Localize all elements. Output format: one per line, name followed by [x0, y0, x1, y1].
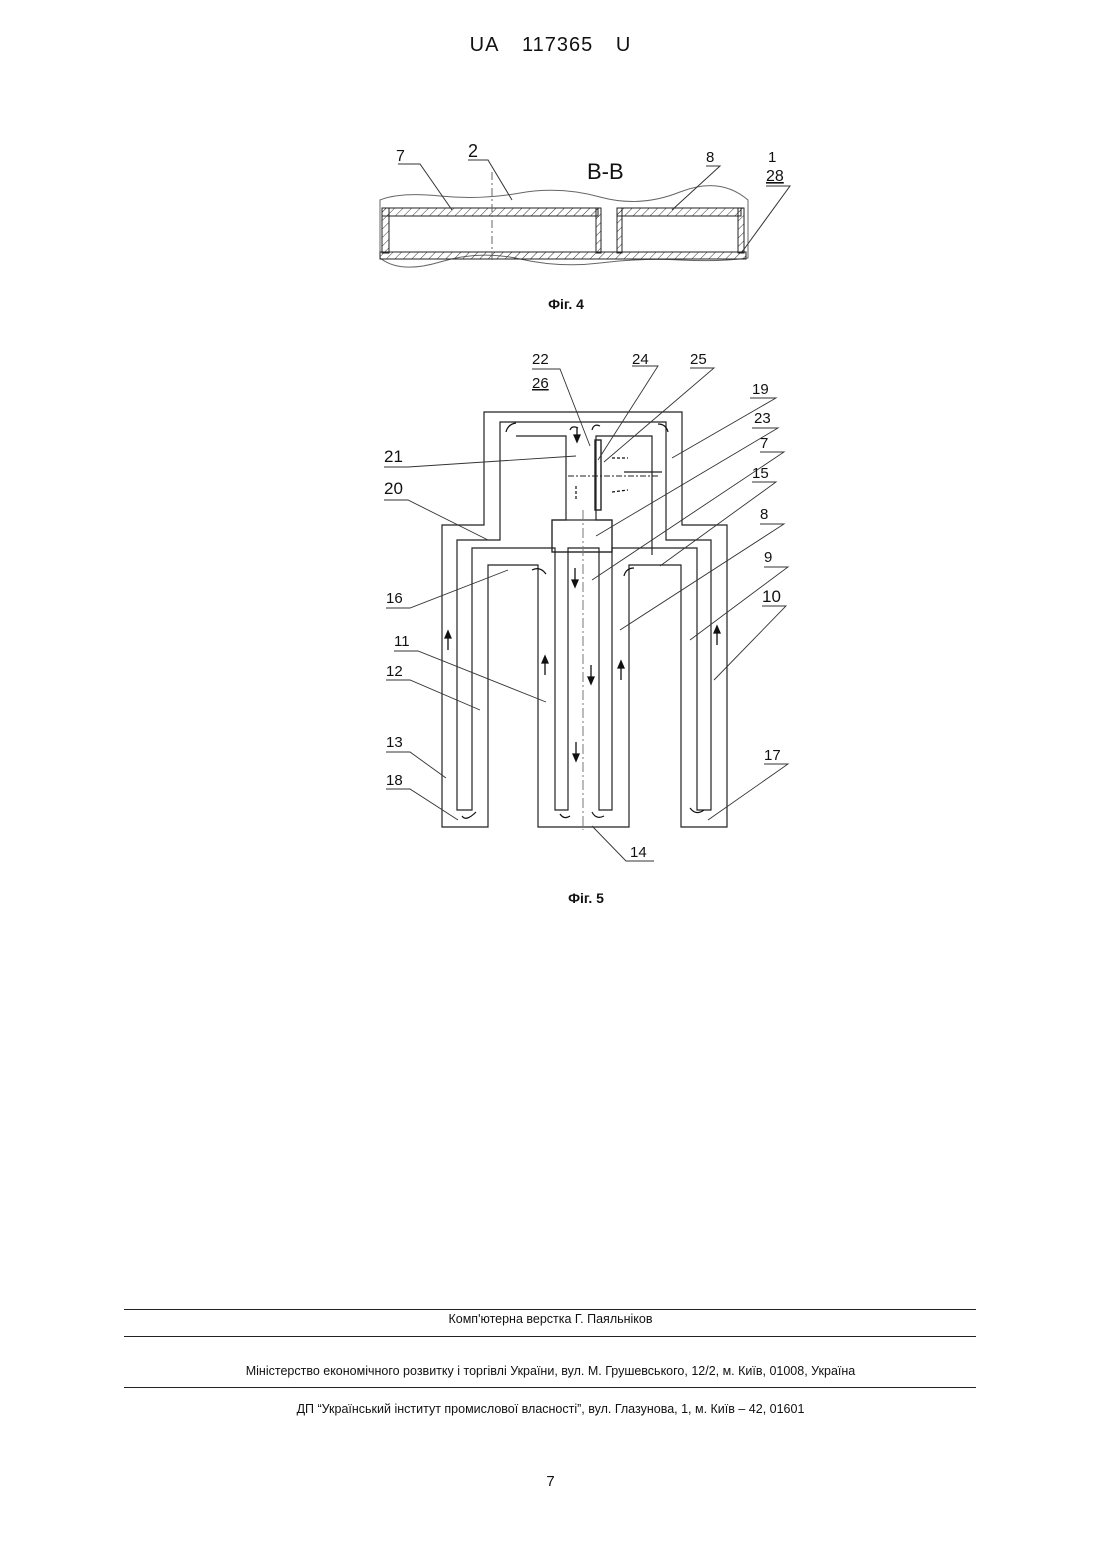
fig5-leader-12: [386, 680, 480, 710]
fig5-label-8: 8: [760, 506, 768, 523]
fig4-base: [380, 252, 746, 259]
fig5-label-24: 24: [632, 351, 649, 368]
fig5-leader-17: [708, 764, 788, 820]
page-number: 7: [0, 1473, 1101, 1490]
fig4-label-2: 2: [468, 141, 478, 161]
figure-4-drawing: 7 2 B-B 8 1 28: [0, 0, 1101, 330]
fig4-wall-left: [382, 208, 389, 253]
fig5-leader-11: [394, 651, 546, 702]
fig5-label-10: 10: [762, 587, 781, 606]
fig5-leader-24: [598, 366, 658, 460]
fig5-arrow-up-left: [445, 631, 451, 650]
fig5-label-22: 22: [532, 351, 549, 368]
fig5-label-26: 26: [532, 375, 549, 392]
fig5-curve-arrow-3: [592, 425, 600, 430]
footer-rule-bottom: [124, 1387, 976, 1388]
fig4-plate-top-right: [617, 208, 741, 216]
footer-ministry: Міністерство економічного розвитку і тор…: [0, 1364, 1101, 1378]
fig5-label-18: 18: [386, 772, 403, 789]
fig5-label-25: 25: [690, 351, 707, 368]
fig4-label-28: 28: [766, 168, 784, 185]
fig5-inner-contour: [457, 422, 711, 810]
fig4-wall-mid2: [617, 208, 622, 253]
fig4-label-8: 8: [706, 149, 714, 166]
fig5-label-23: 23: [754, 410, 771, 427]
footer-institute: ДП “Український інститут промислової вла…: [0, 1402, 1101, 1416]
fig5-leader-18: [386, 789, 458, 820]
figure-5-drawing: 22 26 24 25 19 23 21 7 20 15 8 9 16 10 1…: [0, 330, 1101, 890]
fig4-leader-8: [672, 166, 720, 210]
fig5-label-21: 21: [384, 447, 403, 466]
footer-rule-top: [124, 1309, 976, 1310]
fig5-inner-passage: [516, 436, 652, 555]
fig5-curve-arrow-9: [592, 812, 604, 817]
fig5-arrow-up-8: [618, 661, 624, 680]
fig4-section-label: B-B: [587, 159, 624, 184]
fig5-curve-arrow-7: [462, 812, 476, 818]
fig4-leader-1: [742, 186, 790, 252]
fig5-label-9: 9: [764, 549, 772, 566]
fig4-label-7: 7: [396, 148, 405, 165]
fig5-leader-10: [714, 606, 786, 680]
fig4-wall-right: [738, 208, 744, 253]
fig4-leader-2: [468, 160, 512, 200]
fig5-label-20: 20: [384, 479, 403, 498]
fig5-outer-contour: [442, 412, 727, 827]
fig5-central-box: [552, 520, 612, 552]
fig5-leader-16: [386, 570, 508, 608]
figure-4-caption: Фіг. 4: [506, 296, 626, 312]
footer-layout-credit: Комп'ютерна верстка Г. Паяльніков: [0, 1312, 1101, 1326]
fig5-label-16: 16: [386, 590, 403, 607]
fig5-leader-25: [604, 368, 714, 462]
fig5-label-7: 7: [760, 435, 768, 452]
footer-rule-middle: [124, 1336, 976, 1337]
fig5-leader-21: [384, 456, 576, 467]
fig4-label-1: 1: [768, 149, 776, 166]
fig5-curve-arrow-5: [532, 569, 546, 574]
fig5-arrow-down-2: [588, 665, 594, 684]
fig5-label-12: 12: [386, 663, 403, 680]
fig5-arrow-down-3: [573, 742, 579, 761]
fig4-wall-mid: [596, 208, 601, 253]
fig4-leader-7: [398, 164, 452, 210]
fig5-arrow-down-1: [572, 568, 578, 587]
fig5-label-19: 19: [752, 381, 769, 398]
fig5-arrow-down-top: [574, 428, 580, 442]
fig5-leader-23: [596, 428, 778, 536]
fig5-curve-arrow-1: [506, 423, 516, 432]
fig5-label-13: 13: [386, 734, 403, 751]
fig4-plate-top-left: [382, 208, 598, 216]
fig5-arrow-up-right: [714, 626, 720, 645]
fig5-curve-arrow-8: [560, 814, 570, 818]
fig5-leader-15: [660, 482, 776, 566]
fig5-label-17: 17: [764, 747, 781, 764]
figure-5-caption: Фіг. 5: [526, 890, 646, 906]
fig5-flow-dash-2: [612, 490, 628, 492]
fig5-label-15: 15: [752, 465, 769, 482]
fig5-label-14: 14: [630, 844, 647, 861]
fig5-label-11: 11: [394, 633, 410, 650]
fig5-leader-20: [384, 500, 488, 540]
fig5-arrow-up-11: [542, 656, 548, 675]
